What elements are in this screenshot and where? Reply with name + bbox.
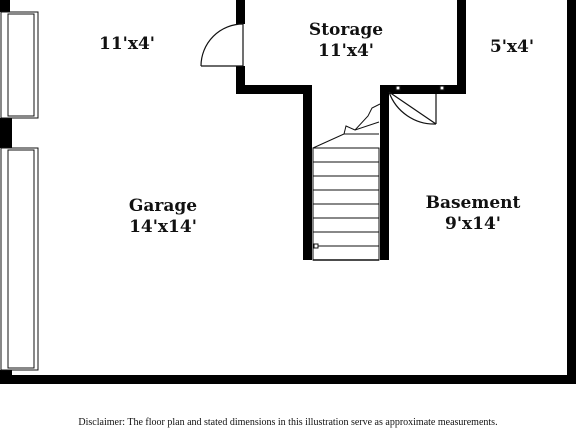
stair-post — [313, 243, 319, 249]
basement-door-arc — [388, 91, 437, 125]
room-garage-dims: 14'x14' — [129, 217, 197, 237]
disclaimer-text: Disclaimer: The floor plan and stated di… — [78, 417, 498, 428]
garage-door-upper — [0, 11, 39, 119]
storage-bottom-wall-right — [380, 85, 466, 94]
room-basement-dims: 9'x14' — [445, 214, 501, 234]
garage-door-lower-panel — [7, 149, 35, 369]
basement-door-icon — [388, 85, 445, 125]
room-garage-name: Garage — [129, 196, 197, 216]
left-wall-top-stub — [0, 0, 10, 12]
basement-door-hinge-right — [439, 85, 445, 91]
basement-door-hinge — [395, 85, 401, 91]
garage-door-lower — [0, 147, 39, 371]
bottom-wall — [3, 375, 576, 384]
storage-walls — [236, 0, 466, 260]
storage-left-wall-bottom — [236, 66, 245, 94]
room-storage-name: Storage — [309, 20, 383, 40]
garage-door-icon — [0, 11, 39, 371]
left-wall-middle-stub — [0, 118, 12, 148]
stair-winder — [312, 103, 381, 149]
room-top-left-dims: 11'x4' — [99, 34, 155, 54]
door-swing-icon — [200, 23, 244, 67]
room-basement-name: Basement — [426, 193, 521, 213]
stair-right-wall — [380, 85, 389, 260]
garage-door-upper-panel — [7, 13, 35, 117]
storage-door-arc — [200, 23, 244, 67]
room-top-right-dims: 5'x4' — [490, 37, 534, 57]
basement-door-leaf — [388, 91, 437, 125]
exterior-walls — [0, 0, 576, 384]
storage-left-wall-top — [236, 0, 245, 24]
room-storage-dims: 11'x4' — [318, 41, 374, 61]
stairs-icon — [312, 103, 381, 261]
left-wall-bottom-stub — [0, 370, 12, 384]
stair-winder-tread — [354, 121, 380, 131]
stair-left-wall — [303, 85, 312, 260]
storage-bottom-wall-left — [236, 85, 310, 94]
right-wall — [567, 0, 576, 384]
storage-right-wall — [457, 0, 466, 94]
